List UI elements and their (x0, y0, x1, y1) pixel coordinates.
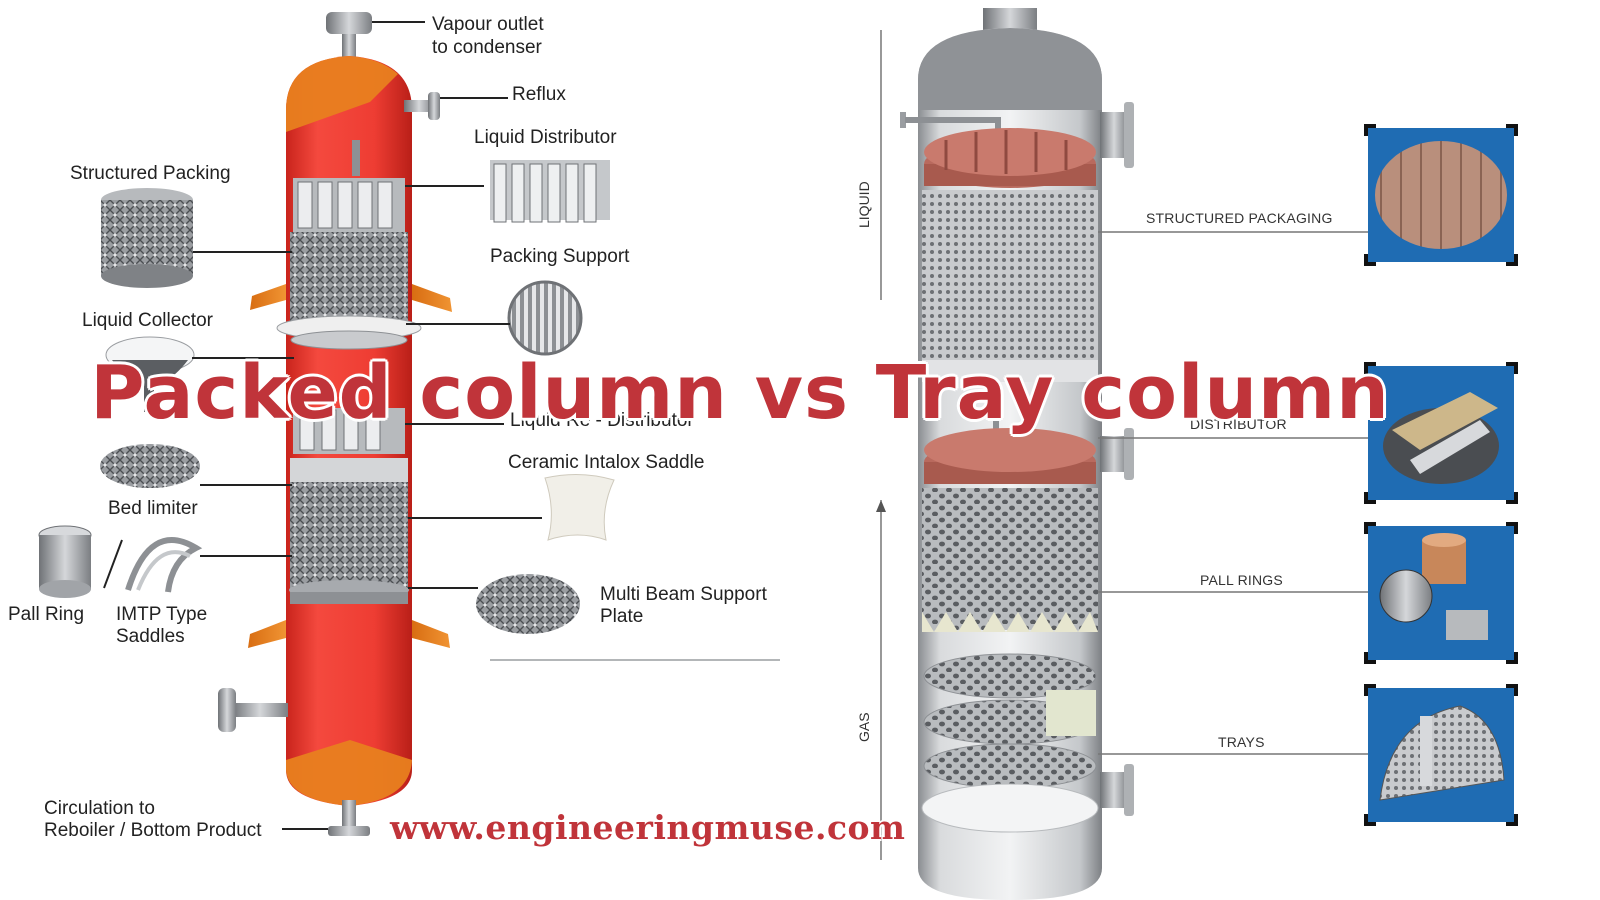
watermark-url: www.engineeringmuse.com (390, 808, 906, 847)
tray-leader-lines (1098, 231, 1368, 755)
label-liquid-distributor: Liquid Distributor (474, 127, 617, 148)
label-imtp-line1: IMTP Type (116, 604, 208, 625)
label-multi-beam-line1: Multi Beam Support (600, 584, 767, 605)
label-structured-packing: Structured Packing (70, 163, 231, 184)
thumb-structured-packaging (1364, 124, 1518, 266)
packed-column-illustration (218, 12, 452, 836)
label-multi-beam-line2: Plate (600, 606, 644, 627)
label-pall-ring: Pall Ring (8, 604, 85, 625)
label-structured-packaging: STRUCTURED PACKAGING (1146, 210, 1333, 226)
packed-leader-lines (192, 21, 542, 830)
structured-packing-illustration (101, 188, 193, 288)
label-distributor: DISTRIBUTOR (1190, 416, 1287, 432)
thumb-trays (1364, 684, 1518, 826)
label-trays: TRAYS (1218, 734, 1265, 750)
label-reflux: Reflux (512, 84, 566, 105)
label-circulation-line1: Circulation to (44, 798, 155, 819)
label-liquid-redistributor: Liquid Re - Distributor (510, 410, 694, 431)
ceramic-saddle-illustration (544, 473, 615, 541)
label-imtp-line2: Saddles (116, 626, 185, 647)
label-liquid-collector: Liquid Collector (82, 310, 213, 331)
label-vapour-outlet-line1: Vapour outlet (432, 14, 544, 35)
label-vapour-outlet-line2: to condenser (432, 37, 542, 58)
liquid-distributor-illustration (490, 160, 610, 223)
packing-support-illustration (507, 280, 583, 356)
thumb-pall-rings (1364, 522, 1518, 664)
imtp-saddle-illustration (103, 537, 203, 593)
axis-label-gas: GAS (856, 712, 872, 742)
multi-beam-plate-illustration (476, 574, 580, 634)
label-packing-support: Packing Support (490, 246, 630, 267)
page-title: Packed column vs Tray column (90, 350, 1390, 436)
label-circulation-line2: Reboiler / Bottom Product (44, 820, 262, 841)
label-bed-limiter: Bed limiter (108, 498, 198, 519)
label-pall-rings: PALL RINGS (1200, 572, 1283, 588)
axis-label-liquid: LIQUID (856, 181, 872, 228)
pall-ring-illustration (38, 525, 92, 598)
bed-limiter-illustration (100, 444, 200, 488)
thumb-distributor (1364, 362, 1518, 504)
liquid-collector-illustration (105, 336, 195, 412)
flow-axis (876, 30, 886, 860)
tray-column-illustration (900, 8, 1134, 900)
label-ceramic-intalox-saddle: Ceramic Intalox Saddle (508, 452, 705, 473)
